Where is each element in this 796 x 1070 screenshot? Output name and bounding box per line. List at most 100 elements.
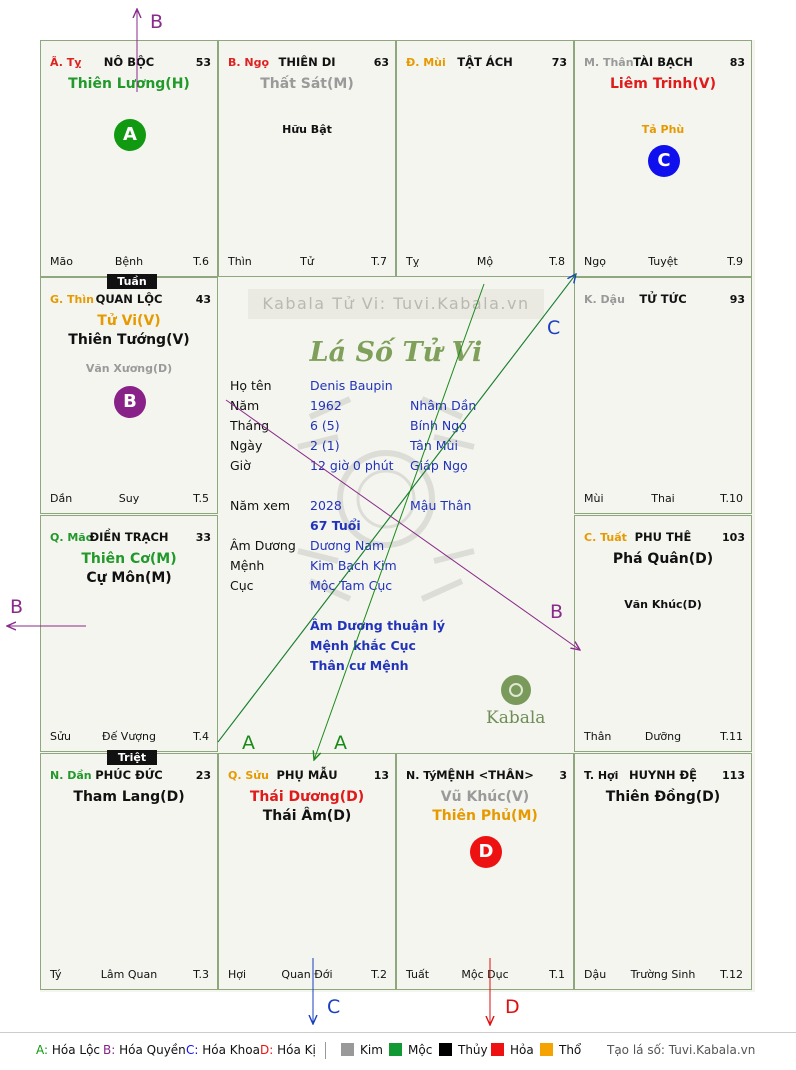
stem-label: B. Ngọ [228, 56, 270, 69]
label-a-1: A [242, 732, 255, 754]
view-year-label: Năm xem [230, 498, 291, 513]
minor-stars: Văn Khúc(D) [575, 598, 751, 611]
palace-number: 113 [722, 769, 745, 782]
chart-title: Lá Số Tử Vi [309, 337, 483, 368]
hoa-badge: C [648, 145, 680, 177]
bottom-center: Trường Sinh [630, 968, 696, 981]
palace-number: 13 [373, 769, 389, 782]
stem-label: T. Hợi [584, 769, 619, 782]
main-stars: Thiên Cơ(M) Cự Môn(M) [41, 550, 217, 588]
palace-menh[interactable]: N. Tý MỆNH <THÂN> 3 Vũ Khúc(V)Thiên Phủ(… [396, 753, 574, 990]
legend-site-link[interactable]: Tạo lá số: Tuvi.Kabala.vn [607, 1043, 756, 1057]
palace-name: QUAN LỘC [95, 292, 163, 306]
palace-name: PHỤ MẪU [276, 768, 338, 782]
main-stars: Phá Quân(D) [575, 550, 751, 569]
view-year-canchi: Mậu Thân [410, 498, 472, 513]
bottom-center: Quan Đới [281, 968, 333, 981]
palace-name: ĐIỀN TRẠCH [89, 530, 169, 544]
bagua-watermark [297, 396, 475, 602]
stem-label: G. Thìn [50, 293, 94, 306]
main-star: Thất Sát(M) [260, 76, 354, 92]
palace-number: 23 [195, 769, 211, 782]
tree-icon [500, 675, 531, 705]
arrow-a-line-1 [217, 273, 577, 743]
legend-key: D: [260, 1043, 274, 1057]
palace-tu-tuc[interactable]: K. Dậu TỬ TỨC 93 Mùi Thai T.10 [574, 277, 752, 514]
palace-number: 83 [729, 56, 745, 69]
palace-quan-loc[interactable]: G. Thìn QUAN LỘC 43 Tử Vi(V)Thiên Tướng(… [40, 277, 218, 514]
palace-tat-ach[interactable]: Đ. Mùi TẬT ÁCH 73 Tỵ Mộ T.8 [396, 40, 574, 277]
bottom-right: T.5 [193, 492, 209, 505]
main-star: Thái Âm(D) [262, 808, 352, 824]
legend-moc: Mộc [389, 1043, 432, 1057]
legend-hoa: Hỏa [491, 1043, 534, 1057]
palace-name: PHÚC ĐỨC [95, 768, 163, 782]
main-stars: Thiên Đồng(D) [575, 788, 751, 807]
palace-dien-trach[interactable]: Q. Mão ĐIỀN TRẠCH 33 Thiên Cơ(M) Cự Môn(M… [40, 515, 218, 752]
age-value: 67 Tuổi [310, 518, 361, 533]
main-star: Tham Lang(D) [73, 789, 185, 805]
palace-thien-di[interactable]: B. Ngọ THIÊN DI 63 Thất Sát(M) Hữu Bật T… [218, 40, 396, 277]
bottom-left: Tý [50, 968, 62, 981]
minor-star: Văn Xương(D) [85, 362, 173, 375]
year-canchi: Nhâm Dần [410, 398, 477, 413]
palace-number: 53 [195, 56, 211, 69]
arrow-b-center [225, 399, 580, 650]
palace-name: TÀI BẠCH [633, 55, 693, 69]
day-canchi: Tân Mùi [410, 438, 458, 453]
bottom-center: Mộc Dục [461, 968, 509, 981]
bottom-left: Dần [50, 492, 73, 505]
site-watermark: Kabala Tử Vi: Tuvi.Kabala.vn [248, 289, 544, 319]
palace-number: 43 [195, 293, 211, 306]
cuc-label: Cục [230, 578, 254, 593]
palace-tai-bach[interactable]: M. Thân TÀI BẠCH 83 Liêm Trinh(V) Tả Phù… [574, 40, 752, 277]
palace-name: TỬ TỨC [639, 292, 687, 306]
stem-label: M. Thân [584, 56, 634, 69]
bottom-center: Dưỡng [644, 730, 682, 743]
bottom-right: T.1 [549, 968, 565, 981]
stem-label: Q. Mão [50, 531, 94, 544]
palace-phuc-duc[interactable]: N. Dần PHÚC ĐỨC 23 Tham Lang(D) Tý Lâm Q… [40, 753, 218, 990]
year-value: 1962 [310, 398, 342, 413]
note-3: Thân cư Mệnh [310, 658, 409, 673]
swatch-hoa [491, 1043, 504, 1056]
main-stars: Liêm Trinh(V) [575, 75, 751, 94]
main-stars: Tham Lang(D) [41, 788, 217, 807]
swatch-thuy [439, 1043, 452, 1056]
bottom-right: T.4 [193, 730, 209, 743]
palace-number: 33 [195, 531, 211, 544]
palace-no-boc[interactable]: Ã. Tỵ NÔ BỘC 53 Thiên Lương(H) A Mão Bện… [40, 40, 218, 277]
cuc-value: Mộc Tam Cục [310, 578, 393, 593]
stem-label: C. Tuất [584, 531, 627, 544]
main-stars: Thiên Lương(H) [41, 75, 217, 94]
main-star: Vũ Khúc(V) [440, 789, 530, 805]
month-label: Tháng [230, 418, 270, 433]
main-star: Tử Vi(V) [97, 313, 161, 329]
main-stars: Tử Vi(V)Thiên Tướng(V) [41, 312, 217, 350]
bottom-right: T.10 [720, 492, 743, 505]
main-star: Thiên Cơ(M) [81, 551, 177, 567]
label-b-center: B [550, 601, 564, 623]
name-value: Denis Baupin [310, 378, 393, 393]
bottom-center: Suy [118, 492, 140, 505]
legend-hoa-khoa: C: Hóa Khoa [186, 1043, 260, 1057]
main-star: Thiên Phủ(M) [432, 808, 538, 824]
label-c-center: C [547, 317, 561, 339]
minor-stars: Hữu Bật [219, 123, 395, 136]
stem-label: N. Tý [406, 769, 437, 782]
hour-label: Giờ [230, 458, 251, 473]
bottom-center: Lâm Quan [100, 968, 158, 981]
main-star: Cự Môn(M) [86, 570, 172, 586]
bottom-center: Thai [651, 492, 675, 505]
bottom-left: Thân [584, 730, 612, 743]
arrow-a-line-2 [314, 283, 485, 760]
palace-huynh-de[interactable]: T. Hợi HUYNH ĐỆ 113 Thiên Đồng(D) Dậu Tr… [574, 753, 752, 990]
am-duong-label: Âm Dương [230, 538, 296, 553]
palace-phu-the[interactable]: C. Tuất PHU THÊ 103 Phá Quân(D) Văn Khúc… [574, 515, 752, 752]
main-stars: Vũ Khúc(V) Thiên Phủ(M) [397, 788, 573, 826]
bottom-right: T.2 [371, 968, 387, 981]
bottom-center: Mộ [476, 255, 494, 268]
palace-phu-mau[interactable]: Q. Sửu PHỤ MẪU 13 Thái Dương(D)Thái Âm(D… [218, 753, 396, 990]
bottom-right: T.6 [193, 255, 209, 268]
stem-label: Ã. Tỵ [50, 56, 82, 69]
